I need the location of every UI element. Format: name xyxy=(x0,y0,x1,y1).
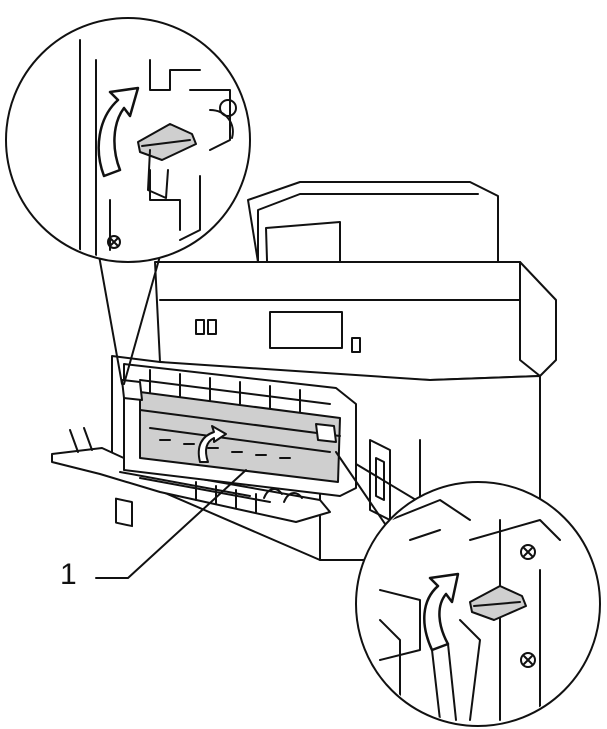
fuser-area xyxy=(121,363,357,497)
callout-number: 1 xyxy=(60,558,77,591)
zoom-circle-right xyxy=(335,451,601,727)
curved-up-arrow-icon xyxy=(97,86,140,178)
screw-icon xyxy=(520,652,536,668)
callout-leader-line xyxy=(95,469,247,579)
screw-icon xyxy=(107,235,121,249)
zoom-circle-left xyxy=(5,17,251,385)
curved-up-arrow-icon xyxy=(423,572,460,652)
